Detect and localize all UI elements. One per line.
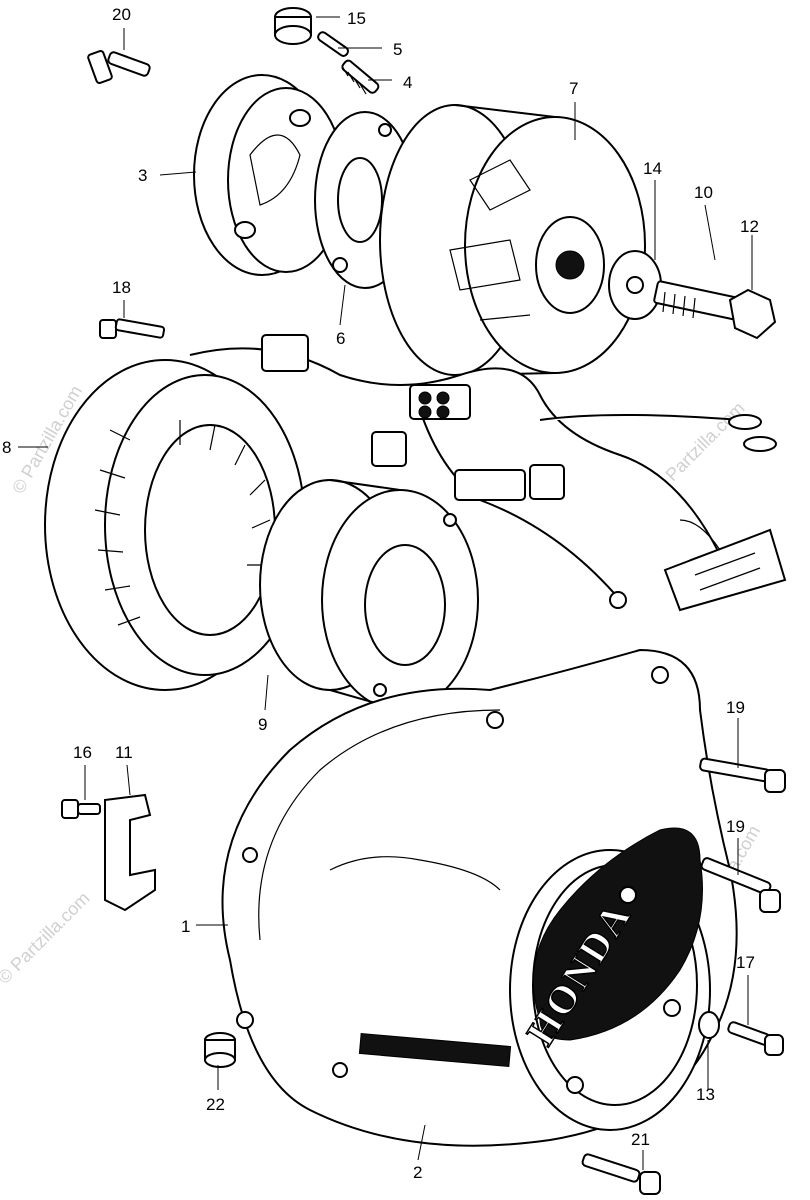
callout-15: 15 [347, 9, 366, 28]
callout-4: 4 [403, 73, 412, 92]
part-9-stator-housing [259, 479, 479, 711]
part-21-bolt [87, 50, 151, 84]
callout-12: 12 [740, 217, 759, 236]
callout-10: 10 [694, 183, 713, 202]
connector-plug-top [261, 334, 471, 420]
multi-pin-connector [663, 519, 787, 612]
callout-9: 9 [258, 715, 267, 734]
watermark-bottom-left: © Partzilla.com [0, 888, 94, 988]
part-3-rotor-plate [193, 74, 345, 276]
leader-lines [18, 16, 753, 1170]
callout-5: 5 [393, 40, 402, 59]
callout-22: 22 [206, 1095, 225, 1114]
part-17-bolt [727, 1021, 784, 1056]
part-19-bolt-upper [699, 757, 786, 793]
part-22-dowel [204, 1032, 236, 1068]
part-5-pin [317, 31, 350, 57]
part-14-washer [608, 250, 662, 320]
bullet-terminals [728, 414, 777, 452]
callout-19-lower: 19 [726, 817, 745, 836]
part-4-spring [341, 59, 380, 95]
callout-16: 16 [73, 743, 92, 762]
callout-17: 17 [736, 953, 755, 972]
part-18-bolt [99, 318, 166, 339]
callout-19-upper: 19 [726, 698, 745, 717]
callout-8: 8 [2, 438, 11, 457]
callout-3: 3 [138, 166, 147, 185]
part-11-bracket [104, 793, 156, 912]
connector-plug-mid [371, 431, 565, 501]
callout-20: 21 [631, 1130, 650, 1149]
wiring-harness [189, 334, 787, 612]
callout-13: 13 [696, 1085, 715, 1104]
callout-14: 14 [643, 159, 662, 178]
part-13-washer [698, 1011, 720, 1039]
part-7-rotor [379, 104, 646, 376]
callout-1: 1 [181, 917, 190, 936]
part-20-bolt [581, 1153, 661, 1195]
callout-2: 2 [413, 1163, 422, 1182]
part-2-generator-cover: HONDA [509, 827, 711, 1131]
callout-6: 6 [336, 329, 345, 348]
callout-21: 20 [112, 5, 131, 24]
callout-7: 7 [569, 79, 578, 98]
callout-labels: 20 15 5 4 3 7 14 10 12 18 6 8 9 19 16 11… [2, 5, 759, 1182]
callout-18: 18 [112, 278, 131, 297]
part-15-cap [274, 7, 312, 45]
part-8-stator [44, 359, 306, 691]
part-12-bolt-head [728, 288, 777, 340]
part-16-bolt [61, 799, 101, 819]
callout-11: 11 [115, 743, 133, 762]
